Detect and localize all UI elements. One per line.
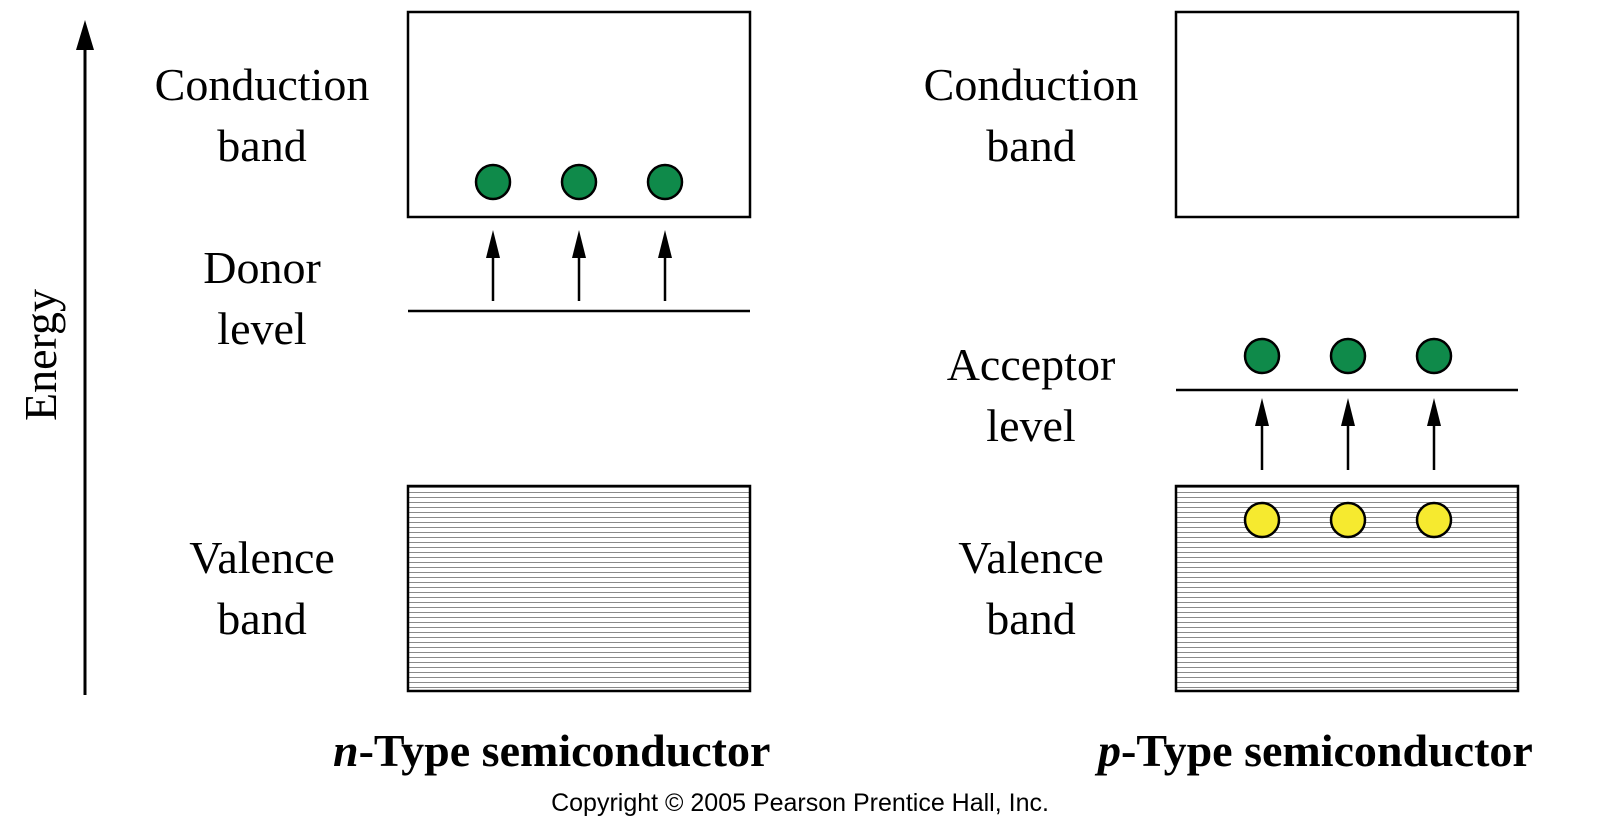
n-type-panel: Conduction band Donor level Valence band… — [155, 10, 770, 776]
conduction-electron — [646, 163, 684, 201]
p-valence-label-line2: band — [986, 593, 1075, 644]
energy-axis: Energy — [15, 20, 94, 695]
p-conduction-band — [1174, 10, 1520, 219]
conduction-electron — [474, 163, 512, 201]
valence-hole — [1415, 501, 1453, 539]
conduction-electron — [560, 163, 598, 201]
n-conduction-label-line2: band — [217, 120, 306, 171]
n-type-title-rest: -Type semiconductor — [359, 725, 771, 776]
valence-hole — [1243, 501, 1281, 539]
acceptor-arrow — [1255, 398, 1269, 470]
p-type-title: p-Type semiconductor — [1094, 725, 1533, 776]
p-conduction-label-line1: Conduction — [924, 59, 1139, 110]
p-type-title-rest: -Type semiconductor — [1121, 725, 1533, 776]
p-electrons — [1243, 337, 1453, 375]
n-conduction-band — [406, 10, 752, 219]
energy-axis-label: Energy — [15, 289, 66, 421]
acceptor-arrow — [1341, 398, 1355, 470]
donor-arrow — [572, 230, 586, 301]
n-electrons — [474, 163, 684, 201]
acceptor-electron — [1329, 337, 1367, 375]
n-valence-band — [406, 484, 752, 693]
p-type-title-letter: p — [1094, 725, 1121, 776]
n-donor-label-line2: level — [217, 303, 306, 354]
acceptor-arrow — [1427, 398, 1441, 470]
n-donor-arrows — [486, 230, 672, 301]
p-holes — [1243, 501, 1453, 539]
n-type-title: n-Type semiconductor — [333, 725, 770, 776]
p-acceptor-label-line1: Acceptor — [947, 339, 1116, 390]
acceptor-electron — [1415, 337, 1453, 375]
p-valence-label-line1: Valence — [958, 532, 1104, 583]
donor-arrow — [658, 230, 672, 301]
n-type-title-letter: n — [333, 725, 359, 776]
acceptor-electron — [1243, 337, 1281, 375]
energy-axis-arrowhead — [76, 20, 94, 50]
n-valence-label-line2: band — [217, 593, 306, 644]
copyright-notice: Copyright © 2005 Pearson Prentice Hall, … — [551, 789, 1049, 817]
n-donor-label-line1: Donor — [203, 242, 321, 293]
p-conduction-label-line2: band — [986, 120, 1075, 171]
p-acceptor-label-line2: level — [986, 400, 1075, 451]
valence-hole — [1329, 501, 1367, 539]
p-type-panel: Conduction band Acceptor level Valence b… — [924, 10, 1533, 776]
n-conduction-label-line1: Conduction — [155, 59, 370, 110]
donor-arrow — [486, 230, 500, 301]
p-acceptor-arrows — [1255, 398, 1441, 470]
n-valence-label-line1: Valence — [189, 532, 335, 583]
